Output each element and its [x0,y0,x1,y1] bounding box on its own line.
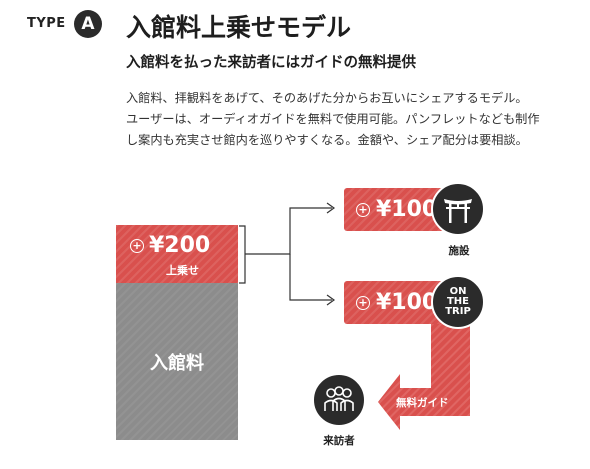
arrow-head-icon [326,202,336,214]
visitor-label: 来訪者 [323,435,355,447]
description-line: 入館料、拝観料をあげて、そのあげた分からお互いにシェアするモデル。 [126,91,528,105]
arrow-head-icon [326,294,336,306]
facility-share-amount: ¥100 [376,197,438,222]
surcharge-label: 上乗せ [166,264,199,277]
split-line [289,254,332,301]
plus-circle-icon: + [356,202,370,217]
description-line: し案内も充実させ館内を巡りやすくなる。金額や、シェア配分は要相談。 [126,133,528,147]
torii-gate-icon [431,182,485,236]
ontrip-share-amount: ¥100 [376,290,438,315]
admission-fee-block: 入館料 [116,283,238,440]
free-guide-label: 無料ガイド [396,397,449,409]
page-title: 入館料上乗せモデル [126,13,352,42]
admission-fee-label: 入館料 [150,352,204,374]
surcharge-bracket [239,225,246,284]
guide-arrow [378,322,470,430]
logo-text: TRIP [445,306,471,317]
plus-circle-icon: + [130,238,144,253]
split-line [245,207,332,255]
page-subtitle: 入館料を払った来訪者にはガイドの無料提供 [126,55,416,71]
surcharge-amount: ¥200 [149,233,211,258]
type-letter-badge: A [74,10,102,38]
description: 入館料、拝観料をあげて、そのあげた分からお互いにシェアするモデル。 ユーザーは、… [126,88,566,151]
surcharge-block: + ¥200 上乗せ [116,225,238,283]
facility-label: 施設 [448,245,470,257]
logo-text: ON [449,286,467,297]
visitors-group-icon [312,373,366,427]
on-the-trip-logo-icon: ON THE TRIP [431,275,485,329]
logo-text: THE [446,296,470,307]
description-line: ユーザーは、オーディオガイドを無料で使用可能。パンフレットなども制作 [126,112,540,126]
ontrip-share-pill: + ¥100 [344,281,450,324]
plus-circle-icon: + [356,295,370,310]
type-label: TYPE [27,16,66,31]
